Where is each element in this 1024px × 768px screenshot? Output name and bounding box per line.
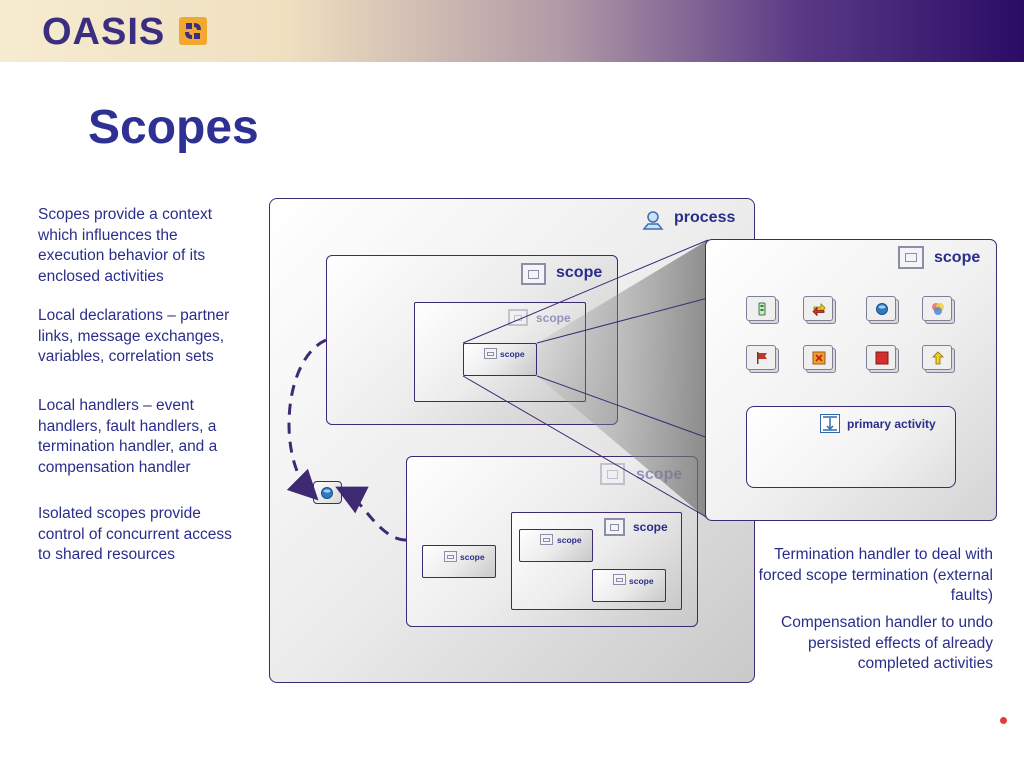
scope-icon xyxy=(604,518,625,536)
stop-icon xyxy=(875,351,889,365)
compensation-handler-tile xyxy=(922,345,952,370)
scope-icon xyxy=(898,246,924,269)
partner-link-tile xyxy=(746,296,776,321)
scope-box-nested-b xyxy=(592,569,666,602)
scope-label-inner-faded: scope xyxy=(536,311,571,325)
fault-icon xyxy=(812,351,826,365)
message-exchange-tile xyxy=(803,296,833,321)
oasis-logo: OASIS xyxy=(42,11,166,53)
header-band xyxy=(0,0,1024,62)
scope-detail-label: scope xyxy=(934,249,981,266)
scope-label-nested-b: scope xyxy=(629,576,654,586)
undo-arrow-icon xyxy=(932,351,944,365)
scope-box-isolated-left xyxy=(422,545,496,578)
note-isolated-scopes: Isolated scopes provide control of concu… xyxy=(38,505,232,563)
scope-label-isolated-left: scope xyxy=(460,552,485,562)
scope-icon xyxy=(484,348,497,359)
oasis-logo-icon xyxy=(179,17,207,45)
termination-handler-tile xyxy=(866,345,896,370)
partner-link-icon xyxy=(758,302,766,316)
flag-icon xyxy=(757,352,767,364)
note-local-declarations: Local declarations – partner links, mess… xyxy=(38,307,230,365)
fault-handler-tile xyxy=(803,345,833,370)
scope-icon xyxy=(521,263,546,285)
correlation-set-tile xyxy=(922,296,952,321)
note-termination-handler: Termination handler to deal with forced … xyxy=(758,546,993,604)
message-exchange-icon xyxy=(812,303,826,316)
note-compensation-handler: Compensation handler to undo persisted e… xyxy=(781,614,993,672)
scope-icon xyxy=(444,551,457,562)
process-icon xyxy=(642,211,664,230)
note-local-handlers: Local handlers – event handlers, fault h… xyxy=(38,397,218,476)
scope-label-small-source: scope xyxy=(500,349,525,359)
event-handler-tile xyxy=(746,345,776,370)
primary-activity-label: primary activity xyxy=(847,417,936,431)
scope-icon xyxy=(613,574,626,585)
scope-label-upper: scope xyxy=(556,264,603,281)
primary-activity-box xyxy=(746,406,956,488)
scope-icon xyxy=(540,534,553,545)
correlation-set-icon xyxy=(932,303,944,315)
scope-label-nested-outer: scope xyxy=(633,520,668,534)
process-label: process xyxy=(674,209,736,226)
slide-marker-dot xyxy=(1000,717,1007,724)
variable-icon xyxy=(876,303,888,315)
note-scope-context: Scopes provide a context which influence… xyxy=(38,206,213,285)
variable-tile xyxy=(866,296,896,321)
scope-box-nested-a xyxy=(519,529,593,562)
scope-label-nested-a: scope xyxy=(557,535,582,545)
slide-title: Scopes xyxy=(88,101,259,154)
variable-icon xyxy=(321,487,333,499)
scope-box-small-source xyxy=(463,343,537,376)
scope-icon xyxy=(600,463,625,485)
sequence-icon xyxy=(820,414,840,433)
